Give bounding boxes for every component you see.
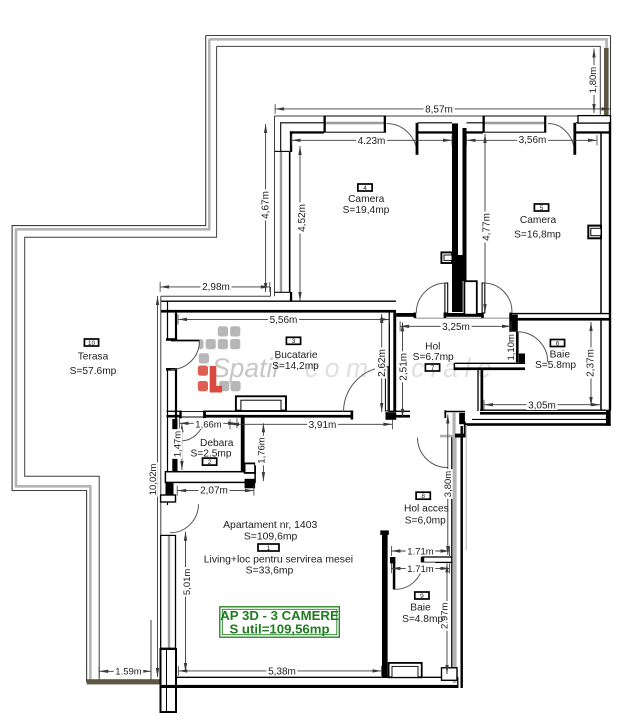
svg-text:Bucatarie: Bucatarie <box>274 350 317 361</box>
svg-text:3,80m: 3,80m <box>443 471 454 497</box>
svg-text:1,47m: 1,47m <box>173 431 184 457</box>
svg-text:S util=109,56mp: S util=109,56mp <box>229 621 329 636</box>
svg-text:S=16,8mp: S=16,8mp <box>514 230 561 241</box>
svg-text:3,25m: 3,25m <box>442 322 470 333</box>
svg-text:2,51m: 2,51m <box>398 353 409 381</box>
svg-text:Baie: Baie <box>410 602 431 613</box>
svg-text:10,02m: 10,02m <box>148 463 159 495</box>
svg-text:1.71m: 1.71m <box>407 546 433 557</box>
svg-text:1,66m: 1,66m <box>195 419 221 430</box>
svg-text:Living+loc pentru servirea mes: Living+loc pentru servirea mesei <box>204 554 353 565</box>
svg-text:1.71m: 1.71m <box>407 564 433 575</box>
svg-text:2: 2 <box>208 459 212 466</box>
svg-text:8,57m: 8,57m <box>425 105 453 116</box>
svg-text:4.23m: 4.23m <box>358 136 386 147</box>
svg-text:Spatii: Spatii <box>212 353 279 383</box>
svg-text:AP 3D - 3 CAMERE: AP 3D - 3 CAMERE <box>220 608 339 623</box>
svg-text:S=5.8mp: S=5.8mp <box>535 360 576 371</box>
svg-text:2,62m: 2,62m <box>377 349 388 377</box>
svg-text:2,98m: 2,98m <box>202 282 230 293</box>
svg-text:4: 4 <box>363 185 367 192</box>
svg-text:Hol: Hol <box>425 342 440 353</box>
svg-text:S=14,2mp: S=14,2mp <box>272 361 319 372</box>
svg-text:S=109,6mp: S=109,6mp <box>244 531 298 542</box>
svg-text:1.59m: 1.59m <box>115 667 141 678</box>
svg-text:1,76m: 1,76m <box>256 437 267 463</box>
svg-text:Debara: Debara <box>200 438 234 449</box>
svg-text:S=6,0mp: S=6,0mp <box>405 515 446 526</box>
svg-text:2,07m: 2,07m <box>200 485 228 496</box>
svg-text:5,56m: 5,56m <box>270 315 298 326</box>
svg-text:2.97m: 2.97m <box>440 603 451 629</box>
svg-text:3,05m: 3,05m <box>528 400 556 411</box>
svg-text:3,56m: 3,56m <box>519 135 547 146</box>
svg-text:S=33,6mp: S=33,6mp <box>246 565 294 576</box>
svg-text:Camera: Camera <box>520 215 557 226</box>
svg-text:5,38m: 5,38m <box>268 666 296 677</box>
svg-text:8: 8 <box>421 493 425 500</box>
svg-text:4,77m: 4,77m <box>482 213 493 241</box>
svg-text:Camera: Camera <box>348 194 385 205</box>
svg-text:Hol acces: Hol acces <box>404 504 449 515</box>
svg-text:2,37m: 2,37m <box>585 349 596 377</box>
svg-text:3,91m: 3,91m <box>309 420 337 431</box>
svg-text:9: 9 <box>420 593 424 600</box>
svg-text:S=19,4mp: S=19,4mp <box>343 205 390 216</box>
svg-text:Baie: Baie <box>550 350 571 361</box>
svg-text:S=6.7mp: S=6.7mp <box>413 352 454 363</box>
svg-text:5,01m: 5,01m <box>182 569 193 595</box>
svg-text:S=57.6mp: S=57.6mp <box>70 366 117 377</box>
svg-text:3: 3 <box>292 338 296 345</box>
svg-text:1,80m: 1,80m <box>588 67 599 93</box>
svg-text:4,52m: 4,52m <box>297 204 308 232</box>
svg-text:S=2.5mp: S=2.5mp <box>190 448 231 459</box>
svg-text:6: 6 <box>556 340 560 347</box>
svg-text:7: 7 <box>431 365 435 372</box>
svg-text:Terasa: Terasa <box>78 351 109 362</box>
svg-text:1: 1 <box>267 545 271 552</box>
svg-text:S=4.8mp: S=4.8mp <box>402 614 443 625</box>
svg-text:5: 5 <box>540 205 544 212</box>
svg-text:10: 10 <box>88 340 96 347</box>
svg-text:4,67m: 4,67m <box>261 191 272 219</box>
svg-text:1,10m: 1,10m <box>506 334 517 360</box>
svg-text:Apartament nr, 1403: Apartament nr, 1403 <box>223 520 317 531</box>
